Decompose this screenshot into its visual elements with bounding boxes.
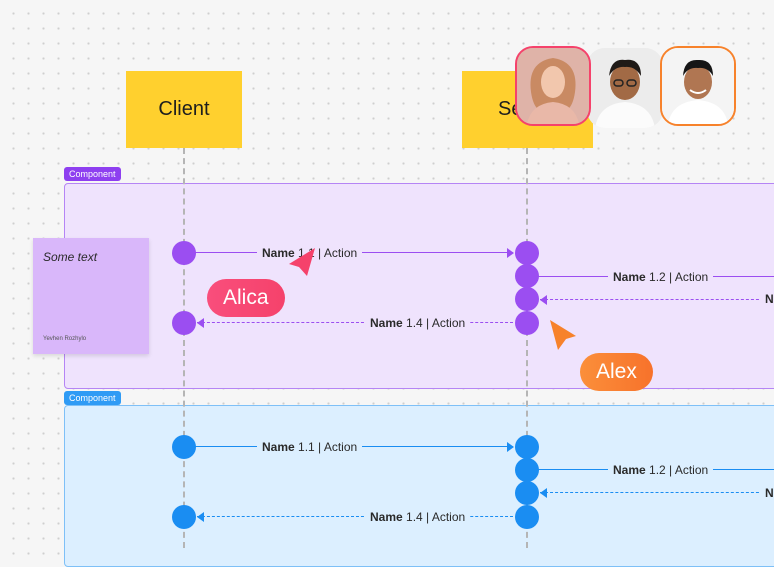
sticky-note[interactable]: Some text Yevhen Rozhylo	[33, 238, 149, 354]
message-number: 1.2	[649, 270, 666, 284]
sticky-note-author: Yevhen Rozhylo	[43, 336, 87, 342]
message-number: 1.1	[298, 440, 315, 454]
message-name: N	[765, 486, 774, 500]
message-label-2-3[interactable]: N	[760, 486, 774, 500]
message-action: Action	[674, 270, 709, 284]
activation-node[interactable]	[515, 241, 539, 265]
message-label-1-2[interactable]: Name 1.2 | Action	[608, 270, 714, 284]
message-name: Name	[370, 510, 403, 524]
person-icon	[517, 48, 589, 124]
message-line-2-3[interactable]	[540, 492, 774, 493]
message-label-2-4[interactable]: Name 1.4 | Action	[365, 510, 471, 524]
activation-node[interactable]	[515, 435, 539, 459]
message-number: 1.4	[406, 510, 423, 524]
arrow-head-right-icon	[507, 248, 514, 258]
person-icon	[662, 48, 734, 124]
activation-node[interactable]	[172, 435, 196, 459]
activation-node[interactable]	[172, 505, 196, 529]
message-name: Name	[370, 316, 403, 330]
activation-node[interactable]	[515, 481, 539, 505]
arrow-head-left-icon	[540, 488, 547, 498]
message-name: Name	[262, 440, 295, 454]
lifeline-server	[526, 148, 528, 548]
arrow-head-left-icon	[540, 295, 547, 305]
actor-client[interactable]: Client	[126, 71, 242, 148]
lifeline-client	[183, 148, 185, 548]
cursor-pointer-icon	[289, 248, 315, 276]
message-action: Action	[323, 246, 358, 260]
message-action: Action	[323, 440, 358, 454]
activation-node[interactable]	[172, 241, 196, 265]
message-number: 1.4	[406, 316, 423, 330]
message-name: Name	[262, 246, 295, 260]
cursor-pointer-icon	[550, 320, 576, 350]
message-action: Action	[431, 316, 466, 330]
cursor-label-alica: Alica	[207, 279, 285, 317]
activation-node[interactable]	[515, 505, 539, 529]
message-name: N	[765, 292, 774, 306]
message-label-2-1[interactable]: Name 1.1 | Action	[257, 440, 363, 454]
message-line-1-3[interactable]	[540, 299, 774, 300]
message-label-2-2[interactable]: Name 1.2 | Action	[608, 463, 714, 477]
arrow-head-left-icon	[197, 512, 204, 522]
message-action: Action	[431, 510, 466, 524]
sticky-note-text: Some text	[43, 250, 98, 264]
activation-node[interactable]	[515, 264, 539, 288]
message-label-1-4[interactable]: Name 1.4 | Action	[365, 316, 471, 330]
message-line-1-4[interactable]	[197, 322, 513, 323]
cursor-label-alex: Alex	[580, 353, 653, 391]
message-name: Name	[613, 270, 646, 284]
activation-node[interactable]	[515, 287, 539, 311]
arrow-head-right-icon	[507, 442, 514, 452]
avatar[interactable]	[587, 48, 663, 128]
activation-node[interactable]	[172, 311, 196, 335]
component-tag-blue[interactable]: Component	[64, 391, 121, 405]
message-number: 1.2	[649, 463, 666, 477]
message-action: Action	[674, 463, 709, 477]
component-frame-purple[interactable]	[64, 183, 774, 389]
message-name: Name	[613, 463, 646, 477]
person-icon	[587, 48, 663, 128]
message-line-2-4[interactable]	[197, 516, 513, 517]
component-frame-blue[interactable]	[64, 405, 774, 567]
avatar[interactable]	[515, 46, 591, 126]
message-label-1-3[interactable]: N	[760, 292, 774, 306]
arrow-head-left-icon	[197, 318, 204, 328]
component-tag-purple[interactable]: Component	[64, 167, 121, 181]
activation-node[interactable]	[515, 311, 539, 335]
avatar[interactable]	[660, 46, 736, 126]
activation-node[interactable]	[515, 458, 539, 482]
